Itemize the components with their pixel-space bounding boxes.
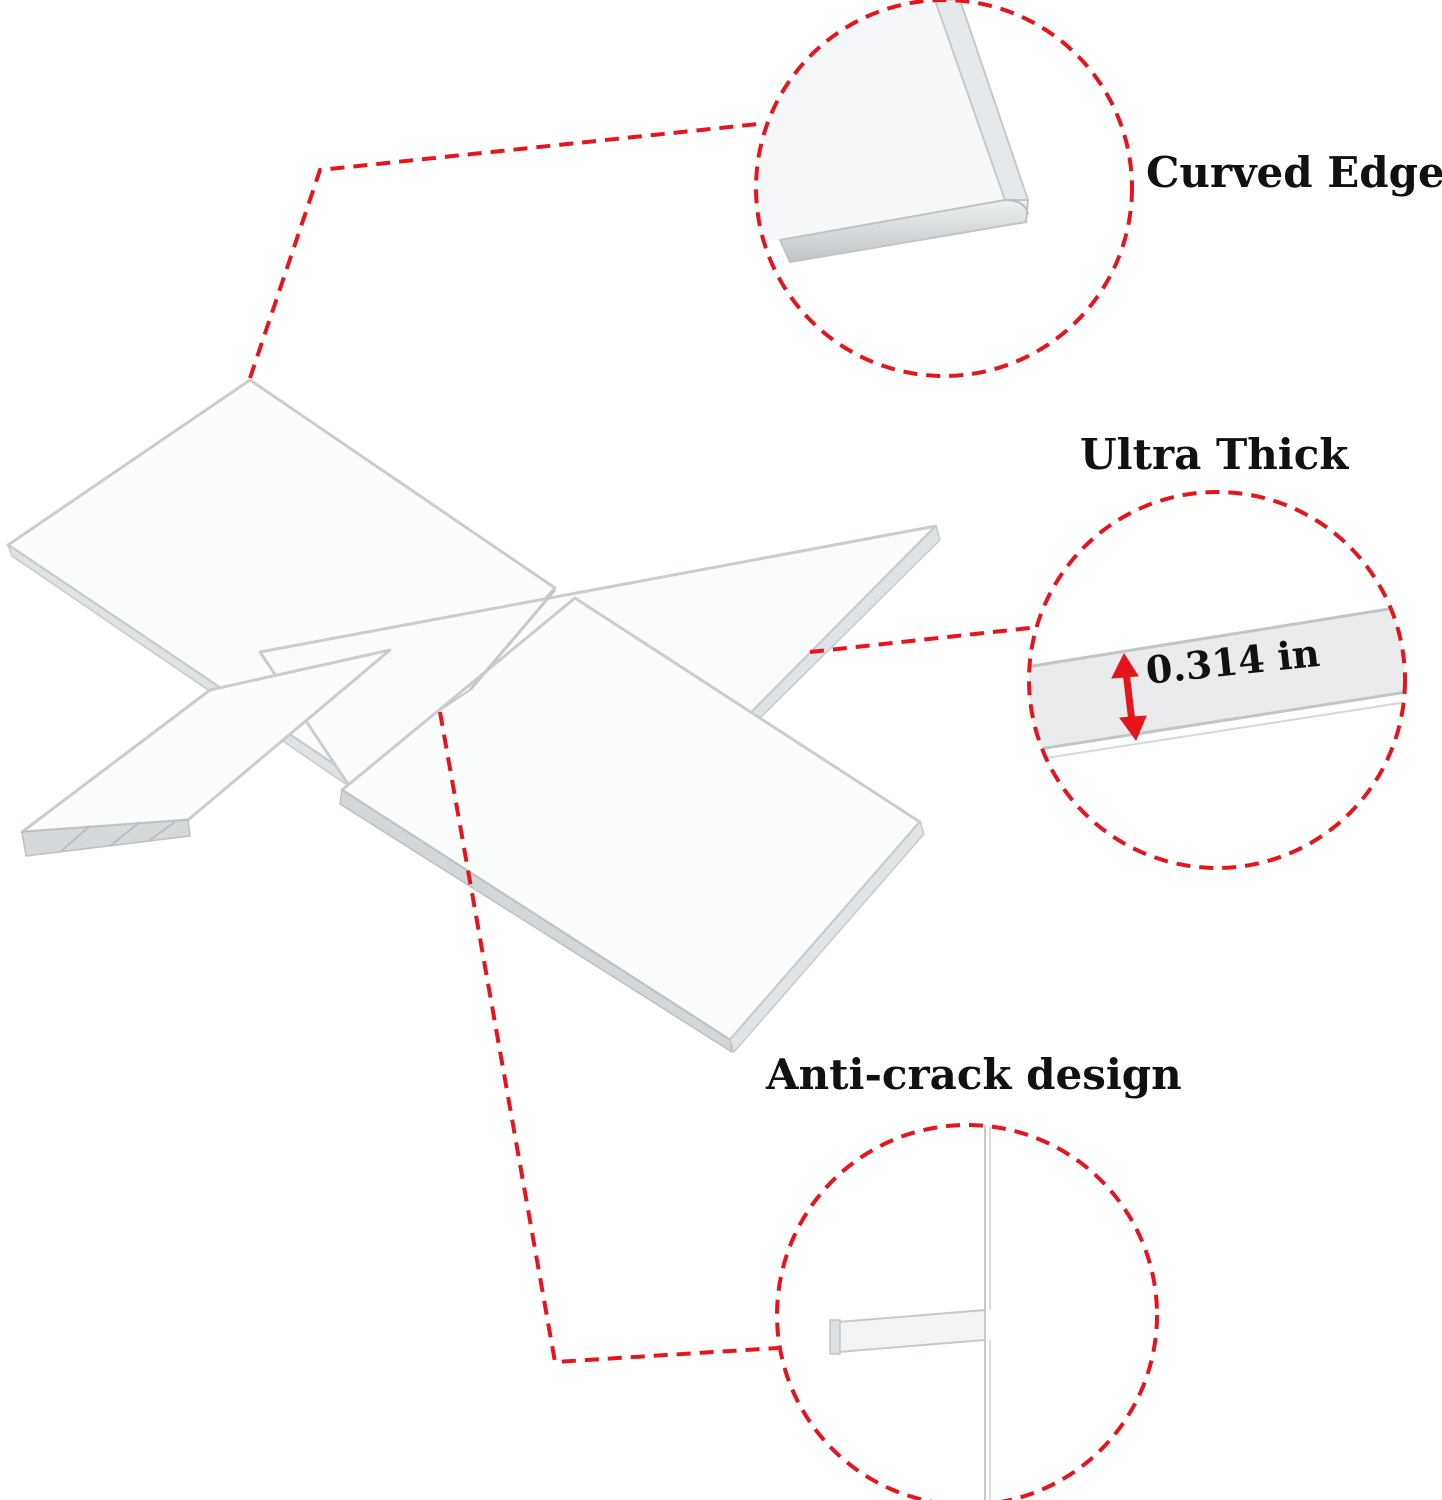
ultra-thick-detail-icon [1027, 490, 1407, 870]
curved-edge-detail-icon [754, 0, 1134, 378]
thickness-arrow-icon [1111, 652, 1147, 742]
anti-crack-detail-icon [775, 1123, 1159, 1500]
callout-line-ultra-thick [809, 626, 1031, 654]
curved-edge-label: Curved Edge [1146, 148, 1442, 197]
anti-crack-label: Anti-crack design [766, 1050, 1182, 1099]
acrylic-stand-icon [6, 378, 941, 1053]
callout-line-anti-crack [438, 711, 779, 1365]
callout-lines [248, 122, 1031, 1365]
ultra-thick-label: Ultra Thick [1080, 430, 1349, 479]
callout-line-curved-edge [248, 122, 759, 379]
